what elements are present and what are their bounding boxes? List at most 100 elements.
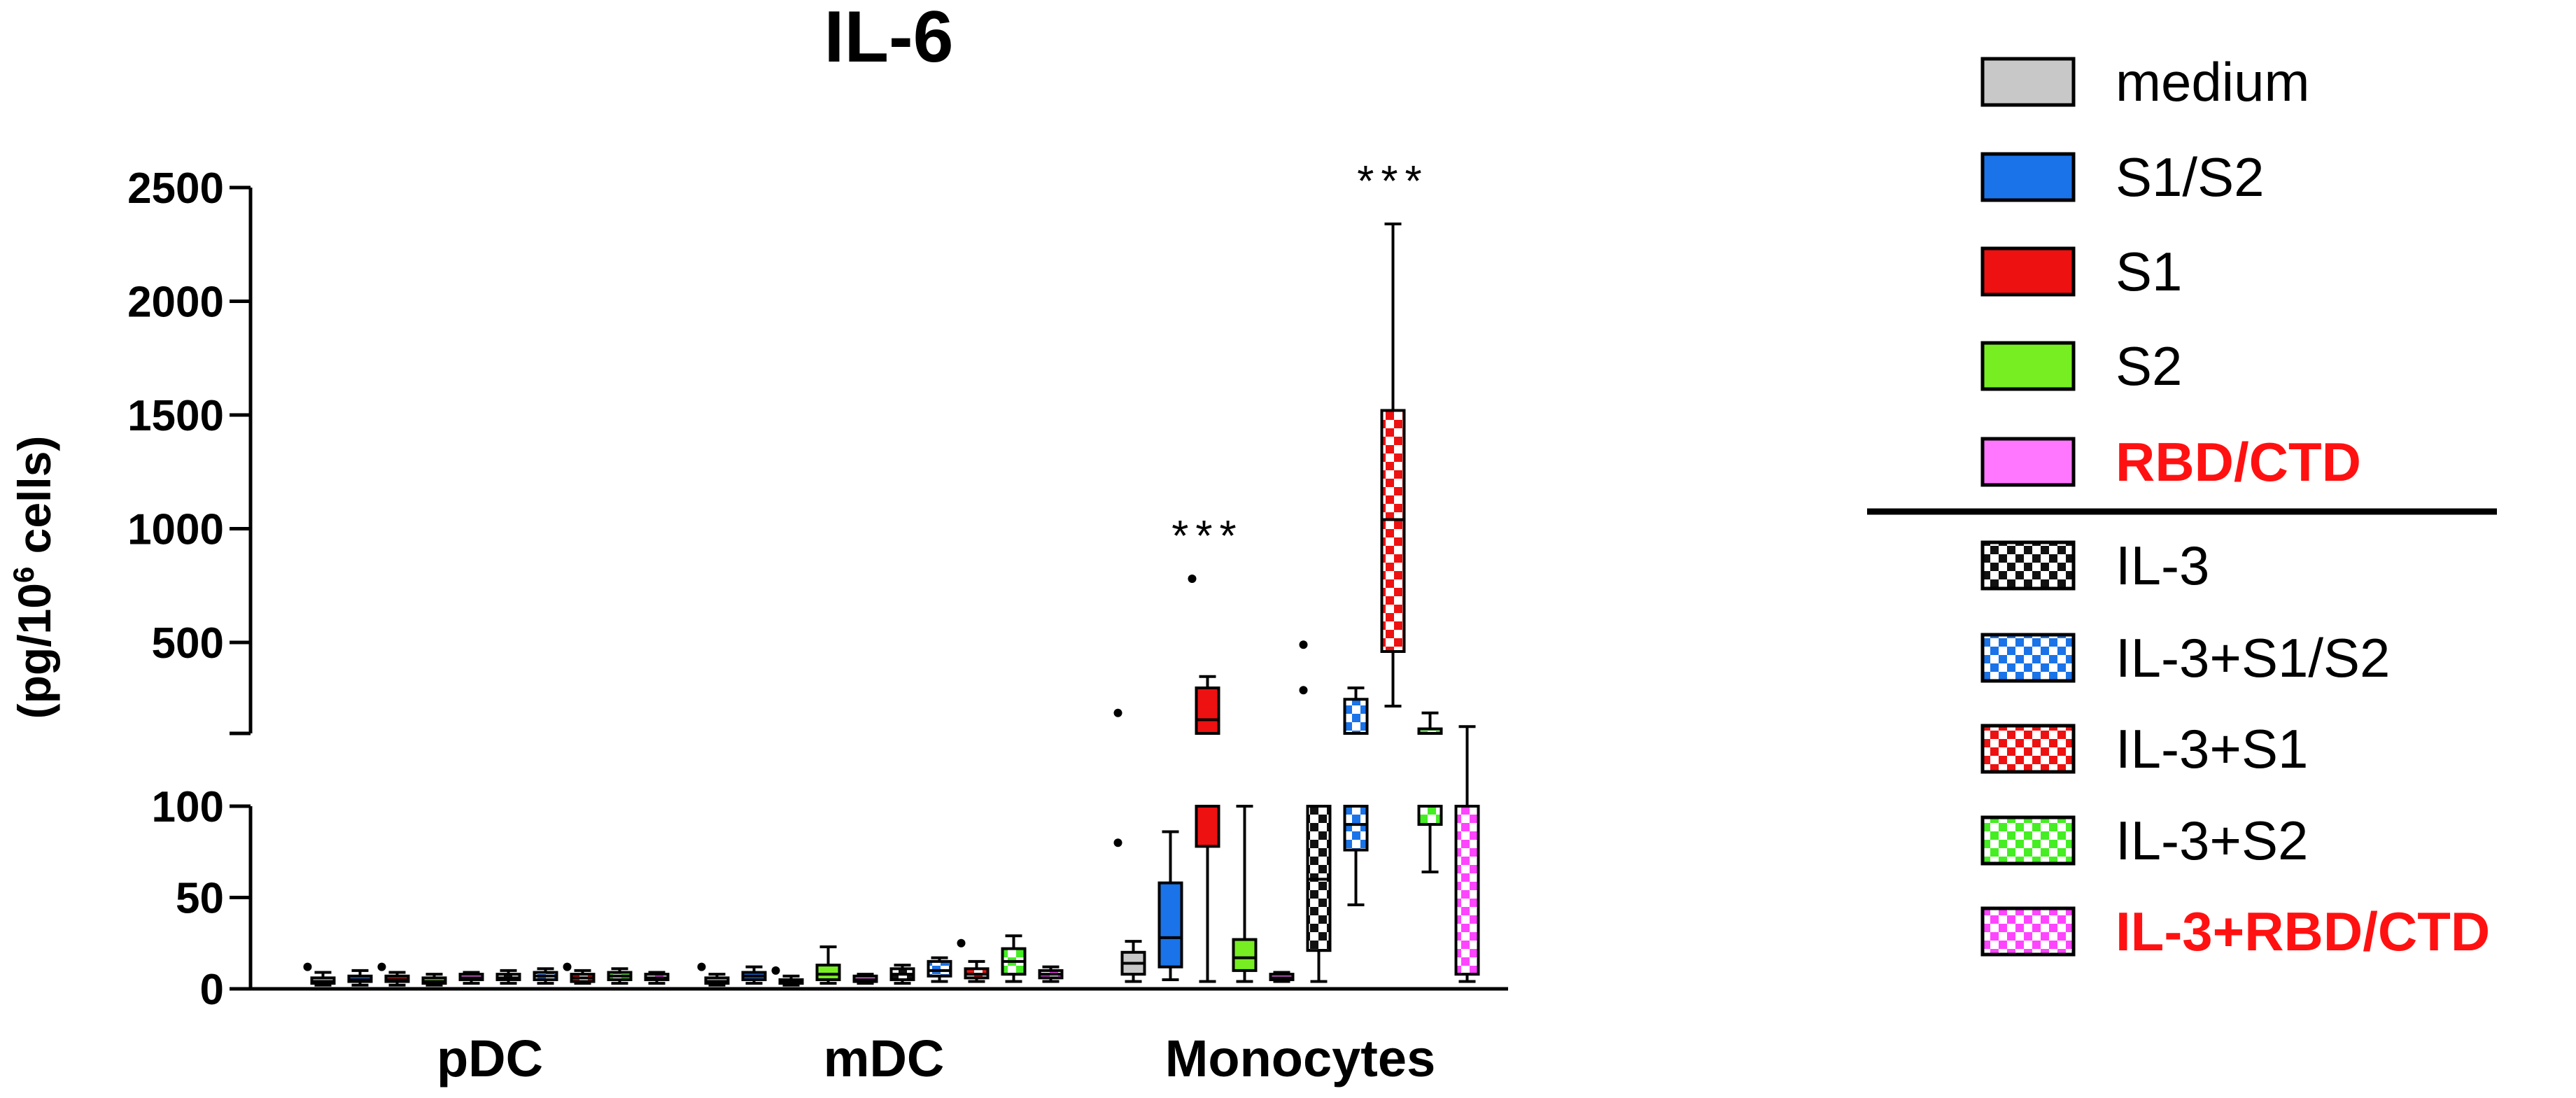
box-monocytes-il-3-rbd-ctd	[1454, 725, 1480, 983]
box-mdc-il-3-s2	[1001, 934, 1027, 983]
outlier-point	[771, 966, 780, 975]
outlier-point	[697, 962, 706, 971]
box-monocytes-il-3-s1	[1380, 223, 1406, 708]
box-monocytes-medium	[1113, 708, 1146, 983]
box-monocytes-s2	[1232, 805, 1258, 983]
legend-swatch	[1980, 633, 2076, 683]
legend-swatch	[1980, 341, 2076, 391]
legend-item-il-3: IL-3	[1980, 535, 2209, 596]
box-body	[1195, 805, 1220, 848]
y-tick-label: 50	[176, 875, 224, 923]
legend-swatch	[1980, 246, 2076, 297]
legend-label: IL-3+S1	[2116, 718, 2308, 780]
significance-label: ***	[1357, 157, 1428, 206]
box-mdc-s1-s2	[741, 965, 767, 985]
legend-label: IL-3	[2116, 535, 2209, 596]
box-pdc-s1	[377, 962, 410, 987]
box-body	[815, 964, 841, 981]
legend-item-s2: S2	[1980, 335, 2182, 397]
y-tick-label: 2500	[127, 164, 224, 213]
legend-swatch	[1980, 57, 2076, 107]
x-label-mdc: mDC	[824, 1029, 945, 1088]
legend-item-il-3-s2: IL-3+S2	[1980, 810, 2308, 871]
significance-marks: *** ***	[1171, 157, 1428, 561]
legend-item-s1-s2: S1/S2	[1980, 146, 2264, 208]
box-pdc-s2	[421, 973, 447, 987]
y-tick-label: 500	[152, 619, 224, 668]
legend-swatch	[1980, 906, 2076, 957]
box-body	[1417, 727, 1443, 735]
legend-swatch	[1980, 437, 2076, 487]
box-pdc-il-3	[495, 969, 521, 985]
legend-label: S1	[2116, 241, 2182, 302]
legend-item-il-3-s1: IL-3+S1	[1980, 718, 2308, 780]
y-tick-label: 1500	[127, 392, 224, 440]
box-body	[1232, 938, 1258, 972]
legend-label: IL-3+S2	[2116, 810, 2308, 871]
y-tick-label: 0	[200, 966, 224, 1014]
box-body	[1195, 687, 1220, 735]
box-monocytes-il-3-s2	[1417, 711, 1443, 873]
legend-item-s1: S1	[1980, 241, 2182, 302]
legend-swatch	[1980, 540, 2076, 591]
y-ticks: 0 50 100 500 1000 1500 2000 2500	[127, 164, 251, 1014]
legend-label: S2	[2116, 335, 2182, 397]
legend-label: S1/S2	[2116, 146, 2264, 208]
box-pdc-il-3-s1-s2	[533, 967, 558, 985]
box-mdc-medium	[697, 962, 730, 987]
box-monocytes-il-3-s1-s2	[1343, 687, 1369, 906]
box-body	[1343, 805, 1369, 852]
boxes	[303, 223, 1480, 987]
y-axis-label: (pg/106 cells)	[7, 436, 60, 719]
chart-title: IL-6	[824, 0, 954, 78]
outlier-point	[1188, 575, 1197, 583]
outlier-point	[1299, 640, 1308, 649]
box-body	[1343, 698, 1369, 735]
legend-label: IL-3+RBD/CTD	[2116, 901, 2490, 962]
box-body	[1157, 881, 1183, 969]
box-monocytes-s1	[1188, 575, 1220, 983]
box-body	[1417, 805, 1443, 826]
y-tick-label: 100	[152, 783, 224, 831]
box-body	[1454, 805, 1480, 976]
box-monocytes-il-3	[1299, 640, 1332, 983]
legend-item-medium: medium	[1980, 51, 2309, 113]
box-monocytes-s1-s2	[1157, 830, 1183, 981]
outlier-point	[1113, 838, 1122, 847]
box-monocytes-rbd-ctd	[1269, 971, 1295, 983]
box-mdc-il-3-s1	[957, 938, 990, 983]
box-pdc-medium	[303, 962, 336, 987]
outlier-point	[563, 962, 572, 971]
x-label-monocytes: Monocytes	[1165, 1029, 1436, 1088]
box-mdc-il-3-rbd-ctd	[1038, 965, 1064, 983]
box-pdc-il-3-s2	[607, 967, 633, 985]
box-mdc-il-3	[889, 964, 915, 985]
outlier-point	[303, 962, 312, 971]
legend-swatch	[1980, 152, 2076, 202]
box-mdc-rbd-ctd	[852, 973, 878, 985]
legend-label: RBD/CTD	[2116, 431, 2361, 493]
box-body	[1380, 409, 1406, 653]
x-label-pdc: pDC	[437, 1029, 543, 1088]
y-tick-label: 1000	[127, 506, 224, 554]
legend-item-il-3-s1-s2: IL-3+S1/S2	[1980, 627, 2390, 689]
outlier-point	[1113, 708, 1122, 717]
y-tick-label: 2000	[127, 279, 224, 327]
box-pdc-s1-s2	[347, 969, 373, 987]
outlier-point	[377, 962, 386, 971]
legend-item-rbd-ctd: RBD/CTD	[1980, 431, 2361, 493]
outlier-point	[957, 938, 966, 948]
legend-swatch	[1980, 815, 2076, 866]
box-mdc-s2	[815, 945, 841, 985]
box-mdc-il-3-s1-s2	[927, 956, 952, 983]
significance-label: ***	[1171, 512, 1243, 561]
legend-item-il-3-rbd-ctd: IL-3+RBD/CTD	[1980, 901, 2490, 962]
box-body	[927, 959, 952, 978]
legend-label: medium	[2116, 51, 2309, 113]
legend-label: IL-3+S1/S2	[2116, 627, 2390, 689]
outlier-point	[1299, 686, 1308, 695]
x-category-labels: pDC mDC Monocytes	[437, 1029, 1435, 1088]
box-mdc-s1	[771, 966, 804, 987]
